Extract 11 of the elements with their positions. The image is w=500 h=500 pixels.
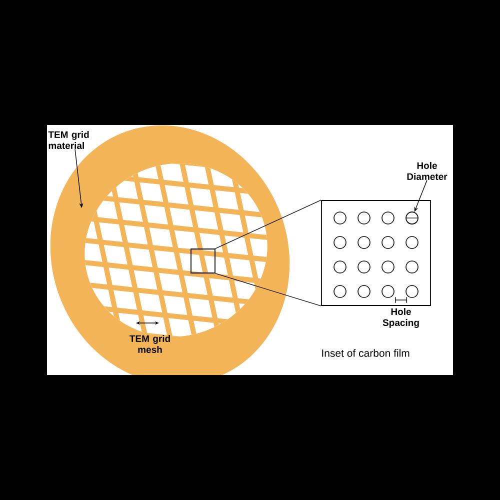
callout-text: TEM grid material	[48, 131, 89, 149]
dimension-label: TEM grid mesh	[130, 335, 170, 353]
zoom-line	[215, 273, 322, 306]
hole-circle	[406, 212, 418, 224]
dimension-label: Hole Spacing	[382, 308, 419, 328]
callout-text: Hole Diameter	[407, 162, 448, 180]
zoom-square	[190, 248, 216, 274]
caption-text: Inset of carbon film	[322, 349, 410, 357]
zoom-line	[215, 200, 322, 249]
inset-drawing	[321, 200, 431, 306]
tem-grid-drawing	[50, 126, 290, 375]
